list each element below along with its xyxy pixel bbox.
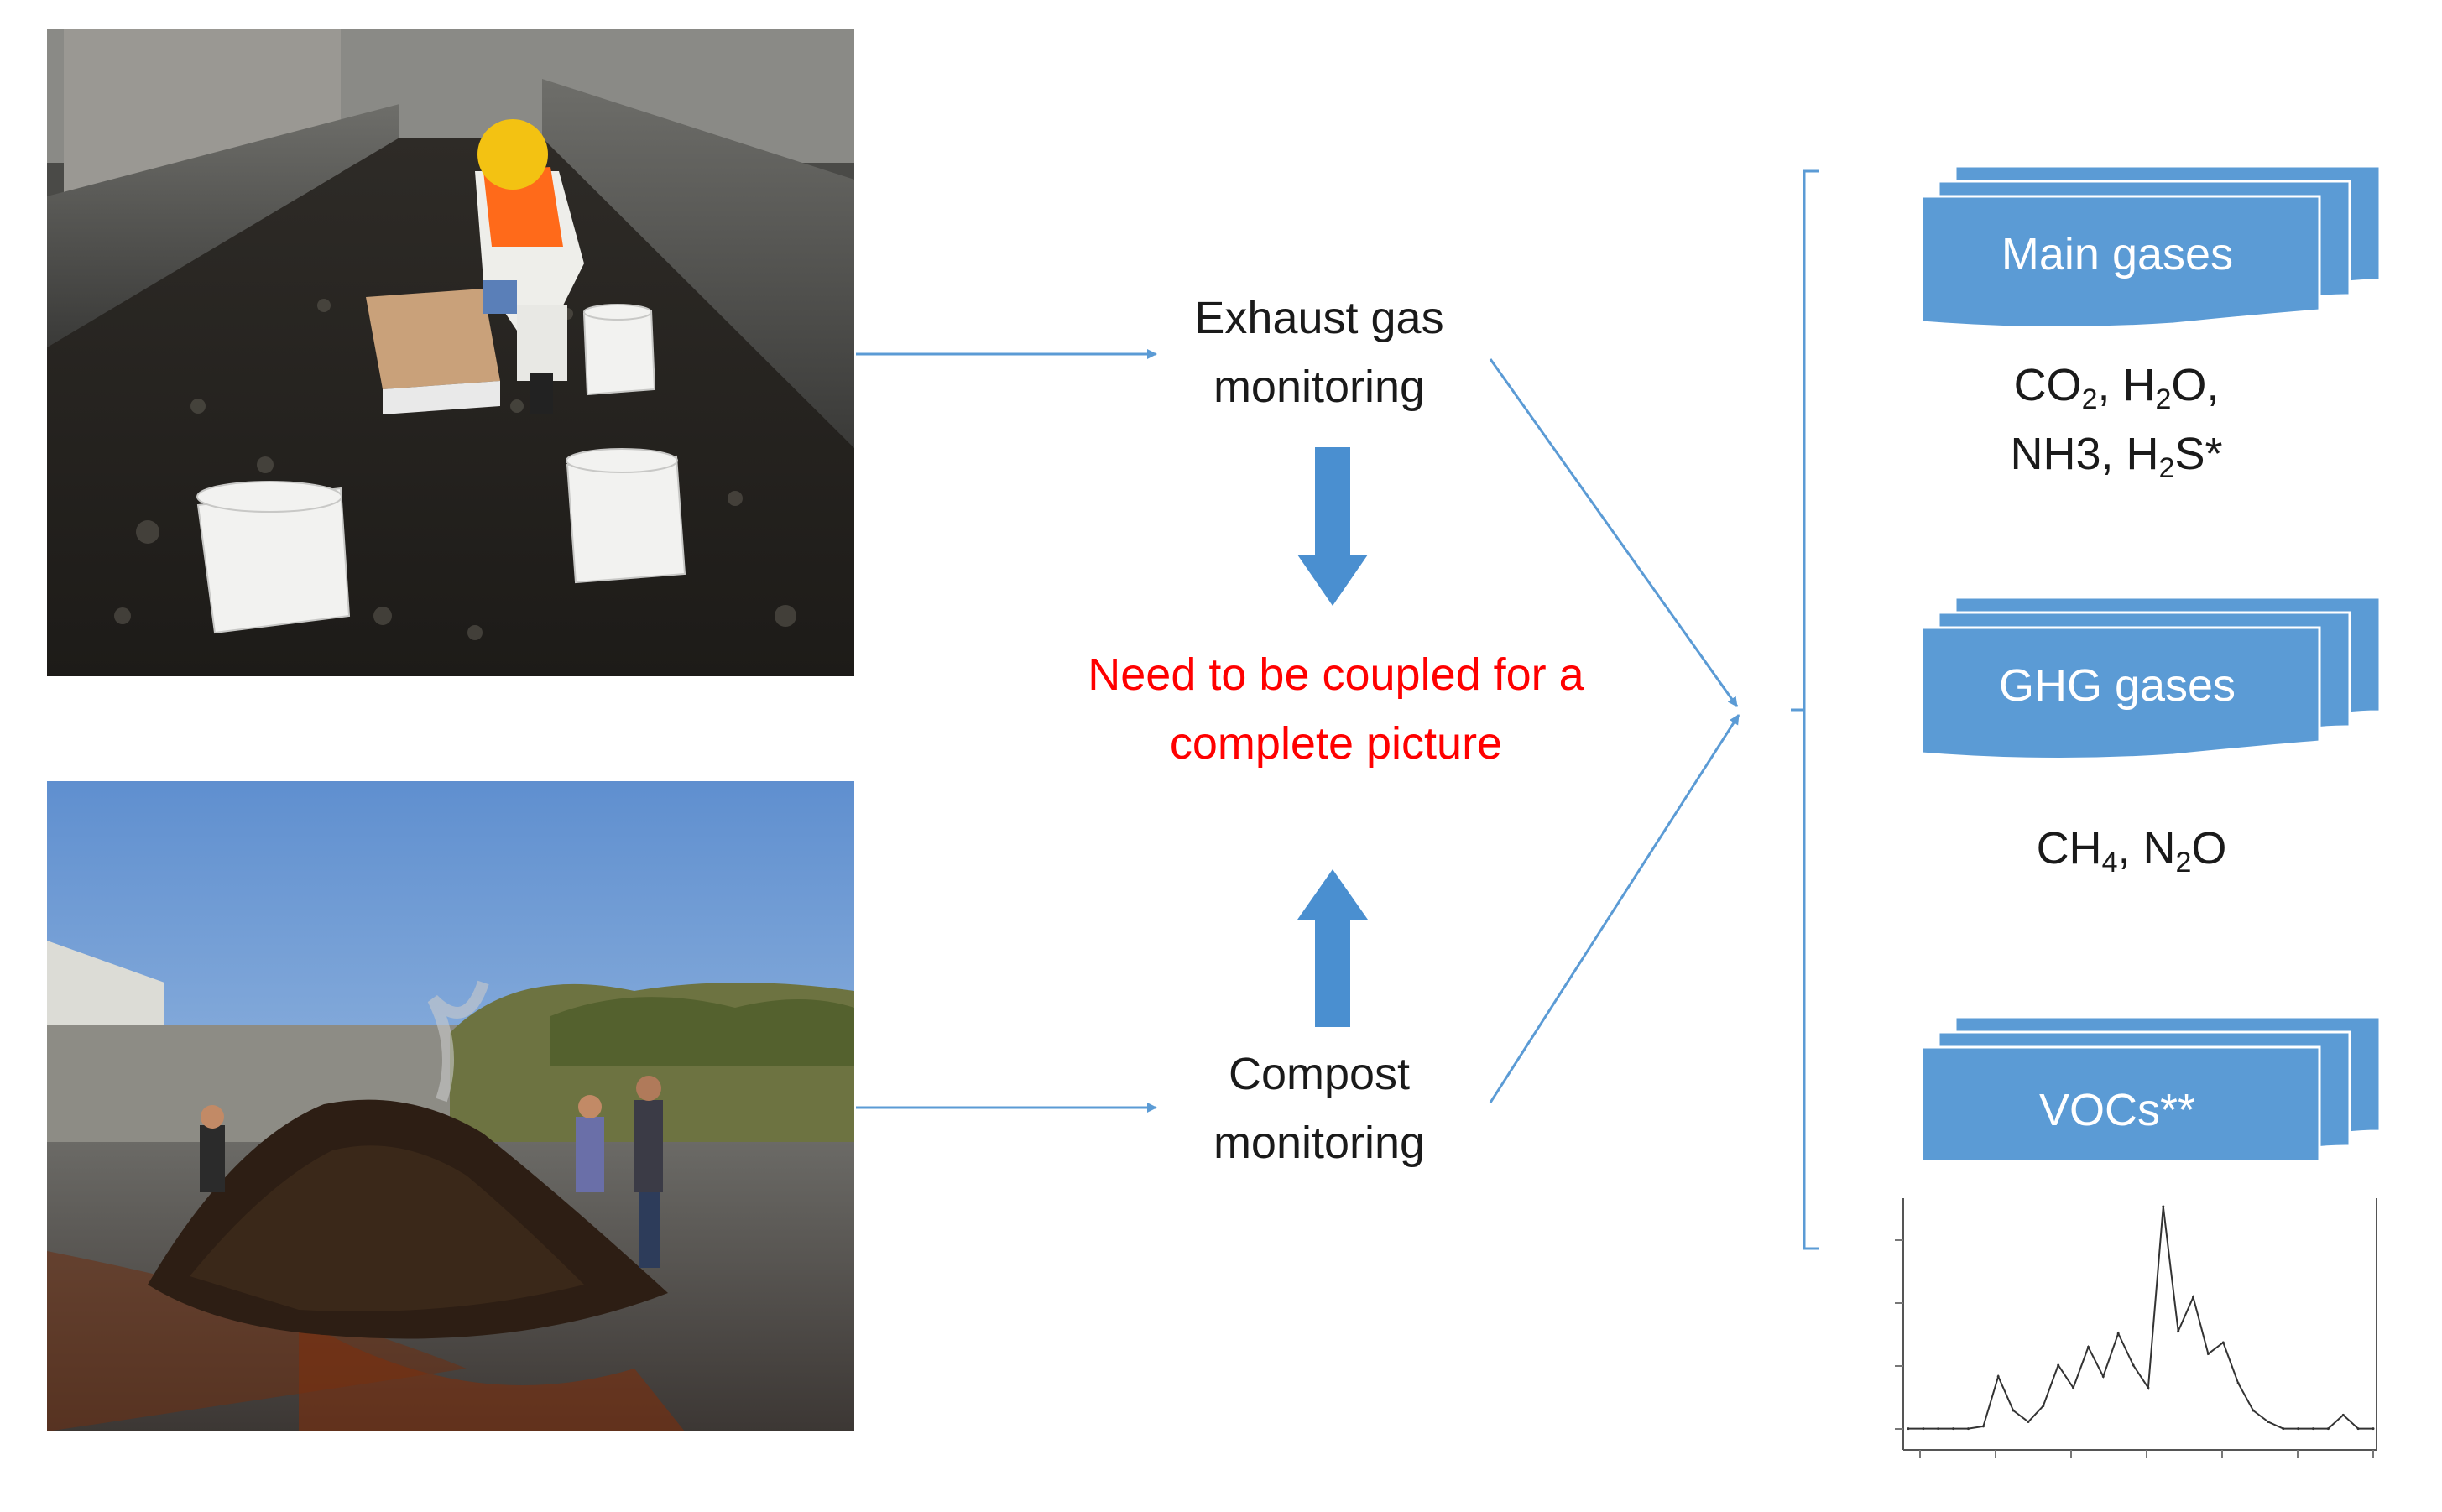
exhaust-label-line1: Exhaust gas	[1194, 293, 1444, 343]
chromatogram-point	[2236, 1382, 2240, 1385]
main-gases-formulas: CO2, H2O, NH3, H2S*	[1907, 351, 2326, 488]
chromatogram-point	[2101, 1375, 2105, 1378]
coupling-note-line2: complete picture	[1169, 718, 1503, 769]
main-gases-line2: NH3, H2S*	[2010, 429, 2223, 484]
exhaust-gas-monitoring-label: Exhaust gas monitoring	[1067, 284, 1571, 421]
chromatogram-point	[1981, 1425, 1985, 1428]
chromatogram-point	[2192, 1296, 2194, 1299]
chromatogram-point	[2027, 1421, 2030, 1423]
chromatogram-point	[2132, 1363, 2135, 1367]
photo-exhaust-gas-sampling	[47, 29, 854, 676]
chromatogram-point	[2042, 1405, 2045, 1408]
compost-monitoring-label: Compost monitoring	[1067, 1040, 1571, 1177]
main-gases-line1: CO2, H2O,	[2013, 360, 2220, 415]
chromatogram-point	[2177, 1330, 2180, 1332]
ghg-gases-formulas: CH4, N2O	[2036, 823, 2227, 879]
tab-label-vocs: VOCs**	[2038, 1085, 2196, 1135]
chromatogram-point	[2012, 1409, 2015, 1412]
coupling-note-line1: Need to be coupled for a	[1088, 649, 1584, 700]
category-tab-vocs: VOCs**	[1922, 1014, 2380, 1190]
chromatogram-point	[2356, 1427, 2360, 1431]
tab-label-main-gases: Main gases	[2001, 229, 2234, 279]
chromatogram-point	[2372, 1427, 2375, 1431]
chromatogram-point	[1996, 1375, 2000, 1378]
voc-chromatogram	[1895, 1198, 2377, 1458]
chromatogram-point	[2221, 1341, 2225, 1344]
chromatogram-point	[2312, 1427, 2314, 1431]
chromatogram-point	[2326, 1427, 2330, 1431]
compost-label-line2: monitoring	[1213, 1118, 1426, 1168]
chromatogram-frame	[1902, 1198, 2377, 1451]
arrow-compost-to-bracket	[1489, 714, 1740, 1103]
chromatogram-point	[1967, 1427, 1970, 1431]
category-tab-main-gases: Main gases	[1922, 163, 2380, 339]
chromatogram-point	[2116, 1332, 2120, 1335]
exhaust-label-line2: monitoring	[1213, 362, 1426, 412]
chromatogram-point	[1907, 1427, 1910, 1431]
left-bracket	[1791, 169, 1819, 1250]
chromatogram-point	[2162, 1205, 2165, 1208]
chromatogram-point	[1937, 1427, 1940, 1431]
chromatogram-point	[2267, 1421, 2270, 1423]
chromatogram-point	[2206, 1353, 2210, 1355]
tab-label-ghg-gases: GHG gases	[1998, 660, 2236, 711]
chromatogram-point	[2057, 1363, 2060, 1367]
block-arrow-up-icon	[1297, 869, 1368, 1027]
chromatogram-point	[2087, 1345, 2090, 1348]
chromatogram-line	[1908, 1206, 2373, 1430]
arrow-exhaust-to-bracket	[1489, 358, 1739, 707]
chromatogram-point	[2147, 1386, 2150, 1389]
chromatogram-point	[2282, 1427, 2285, 1431]
chromatogram-point	[2252, 1409, 2255, 1412]
category-tab-ghg-gases: GHG gases	[1922, 594, 2380, 770]
chromatogram-point	[1952, 1427, 1955, 1431]
compost-label-line1: Compost	[1228, 1049, 1411, 1099]
chromatogram-point	[1922, 1427, 1925, 1431]
chromatogram-ticks	[1895, 1239, 2374, 1458]
chromatogram-point	[2341, 1413, 2345, 1416]
block-arrow-down-icon	[1297, 447, 1368, 606]
chromatogram-series	[1907, 1205, 2375, 1431]
chromatogram-point	[2297, 1427, 2300, 1431]
coupling-note: Need to be coupled for a complete pictur…	[992, 640, 1680, 778]
photo-compost-pile	[47, 781, 854, 1431]
chromatogram-point	[2072, 1386, 2075, 1389]
